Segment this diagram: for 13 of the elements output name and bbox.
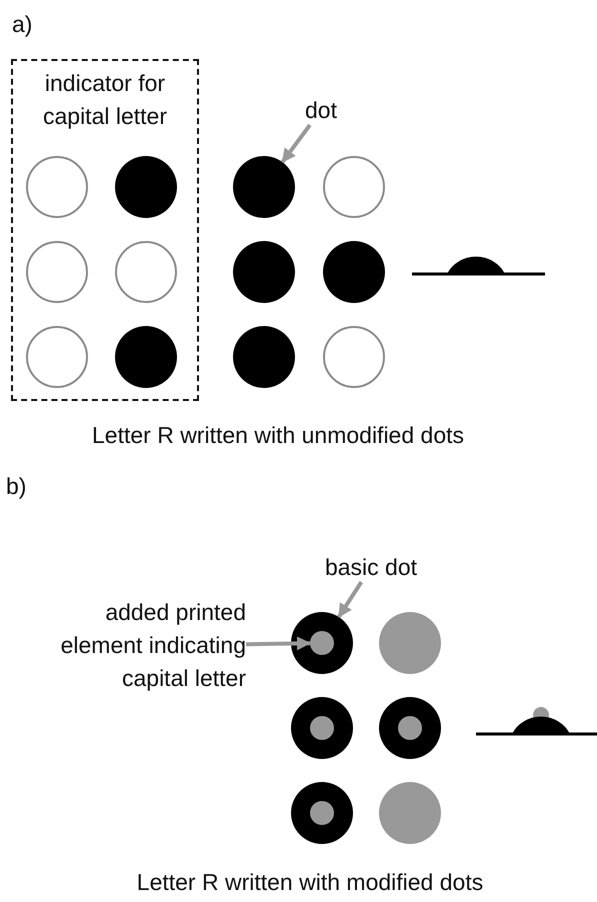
group-heading: indicator for capital letter — [42, 69, 168, 131]
panel-letter: a) — [12, 10, 32, 38]
leader-arrow — [246, 636, 311, 650]
leader-arrow — [337, 580, 364, 618]
callout-text: dot — [304, 96, 338, 125]
figure-caption: Letter R written with modified dots — [136, 868, 484, 896]
dashed-group-box — [11, 59, 199, 401]
printed-element — [310, 631, 334, 655]
callout-text: added printed element indicating capital letter — [60, 598, 246, 693]
callout-text: basic dot — [324, 553, 418, 582]
panel-letter: b) — [6, 472, 26, 500]
leader-arrow — [280, 124, 312, 164]
figure-caption: Letter R written with unmodified dots — [92, 421, 464, 449]
